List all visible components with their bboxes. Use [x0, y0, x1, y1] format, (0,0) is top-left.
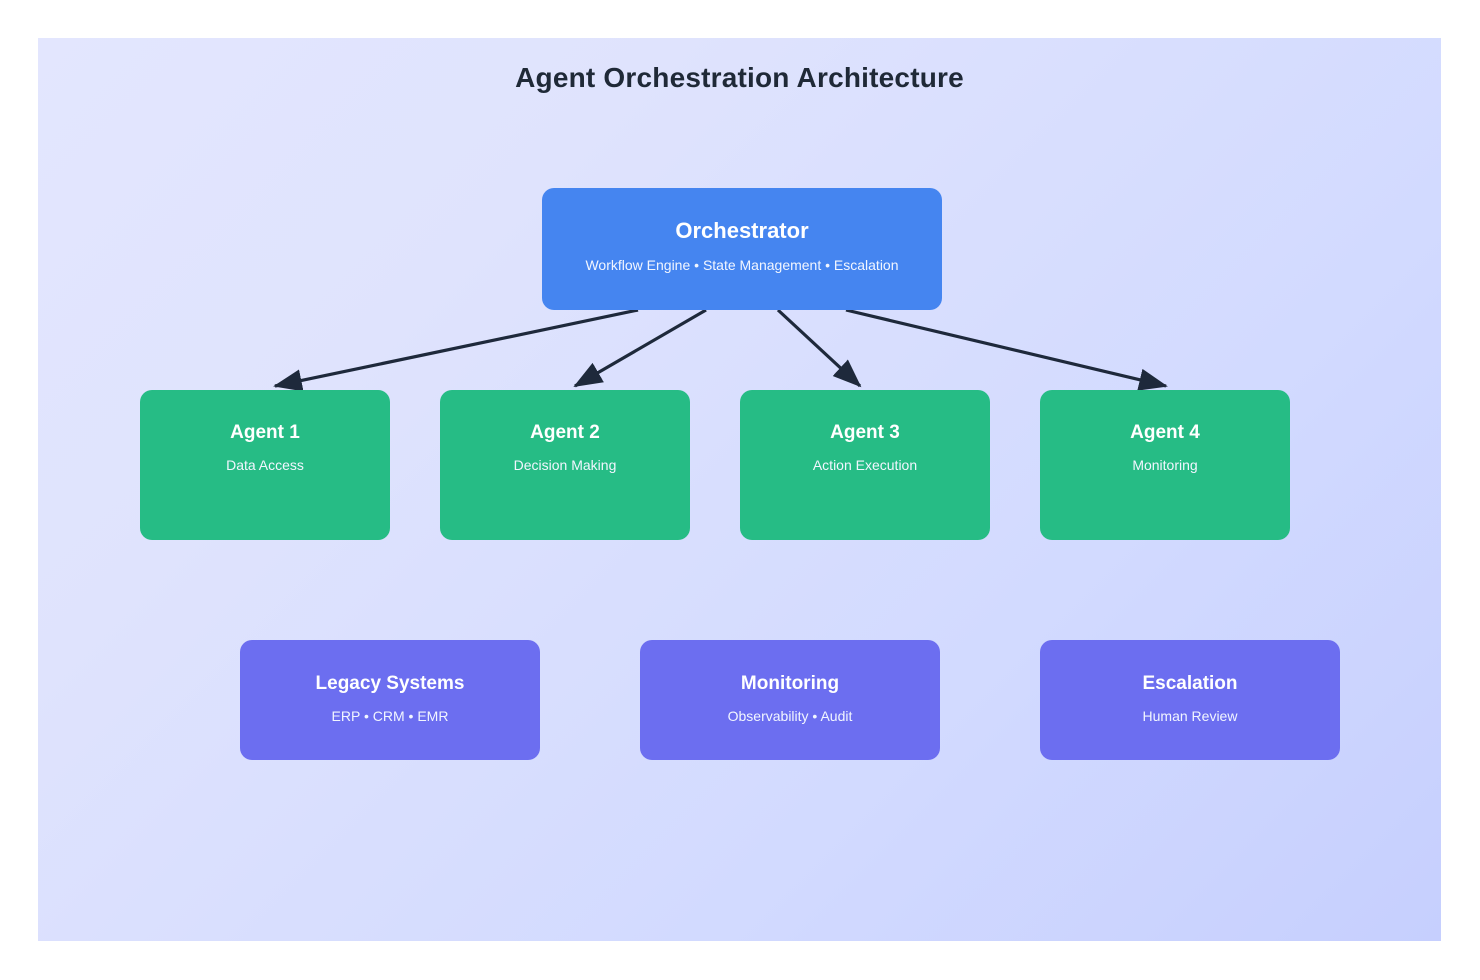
node-monitoring[interactable]: Monitoring Observability • Audit	[640, 640, 940, 760]
node-agent-2[interactable]: Agent 2 Decision Making	[440, 390, 690, 540]
node-agent-1[interactable]: Agent 1 Data Access	[140, 390, 390, 540]
node-legacy-systems-subtitle: ERP • CRM • EMR	[331, 708, 449, 724]
node-orchestrator-subtitle: Workflow Engine • State Management • Esc…	[585, 257, 899, 273]
node-agent-1-subtitle: Data Access	[226, 457, 304, 473]
node-agent-3[interactable]: Agent 3 Action Execution	[740, 390, 990, 540]
node-agent-4-title: Agent 4	[1130, 422, 1200, 443]
node-escalation-subtitle: Human Review	[1142, 708, 1238, 724]
node-legacy-systems[interactable]: Legacy Systems ERP • CRM • EMR	[240, 640, 540, 760]
page-title: Agent Orchestration Architecture	[515, 62, 964, 93]
node-orchestrator[interactable]: Orchestrator Workflow Engine • State Man…	[542, 188, 942, 310]
node-agent-3-subtitle: Action Execution	[812, 457, 918, 473]
node-escalation[interactable]: Escalation Human Review	[1040, 640, 1340, 760]
connector-orchestrator-agent-3	[776, 308, 862, 388]
diagram-canvas: Agent Orchestration Architecture Orchest…	[38, 38, 1441, 941]
node-agent-2-title: Agent 2	[530, 422, 600, 443]
node-monitoring-subtitle: Observability • Audit	[727, 708, 853, 724]
node-legacy-systems-title: Legacy Systems	[315, 673, 465, 694]
node-escalation-title: Escalation	[1142, 673, 1238, 694]
node-agent-4-subtitle: Monitoring	[1132, 457, 1198, 473]
node-monitoring-title: Monitoring	[740, 673, 840, 694]
connector-orchestrator-agent-1	[273, 308, 639, 392]
node-orchestrator-title: Orchestrator	[675, 218, 809, 243]
node-agent-2-subtitle: Decision Making	[513, 457, 617, 473]
node-agent-3-title: Agent 3	[830, 422, 900, 443]
node-agent-4[interactable]: Agent 4 Monitoring	[1040, 390, 1290, 540]
connector-orchestrator-agent-2	[573, 308, 707, 388]
node-agent-1-title: Agent 1	[230, 422, 300, 443]
connector-orchestrator-agent-4	[845, 308, 1168, 391]
